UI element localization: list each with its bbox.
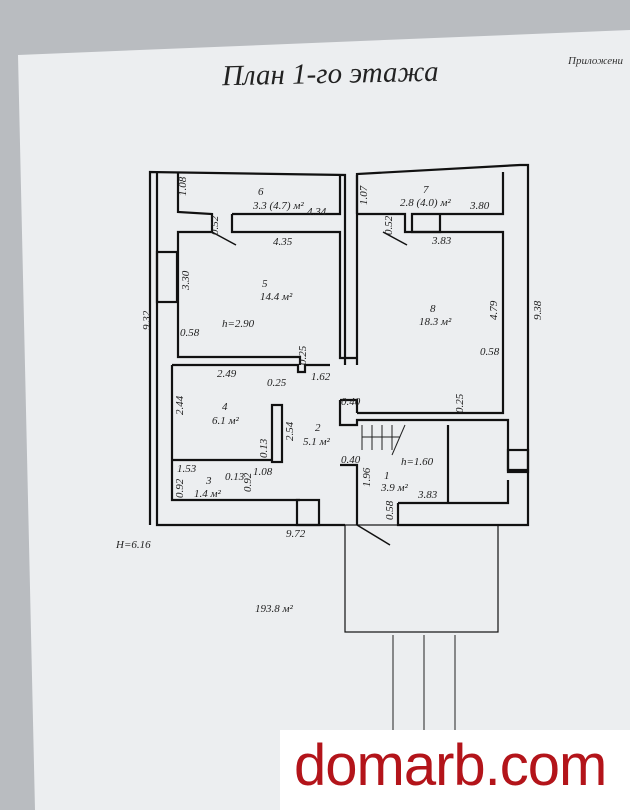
svg-text:18.3 м²: 18.3 м² — [419, 316, 452, 328]
watermark-text: domarb.com — [294, 733, 607, 798]
svg-text:2.54: 2.54 — [284, 421, 296, 441]
svg-text:0.13: 0.13 — [225, 471, 245, 483]
svg-text:1.08: 1.08 — [177, 176, 189, 196]
dimension-labels: 1.08 4.34 0.52 4.35 1.07 0.52 3.80 3.83 … — [141, 176, 544, 540]
svg-text:2.49: 2.49 — [217, 368, 237, 380]
svg-text:5.1 м²: 5.1 м² — [303, 436, 331, 448]
svg-text:1.08: 1.08 — [253, 466, 273, 478]
svg-text:7: 7 — [423, 184, 429, 196]
svg-text:3.80: 3.80 — [469, 200, 490, 212]
svg-text:9.72: 9.72 — [286, 528, 306, 540]
svg-text:9.38: 9.38 — [532, 300, 544, 320]
walls — [148, 163, 530, 633]
svg-text:h=1.60: h=1.60 — [401, 456, 434, 468]
svg-text:5: 5 — [262, 278, 268, 290]
svg-text:0.58: 0.58 — [180, 327, 200, 339]
svg-text:3.3 (4.7) м²: 3.3 (4.7) м² — [252, 200, 304, 212]
room-labels: 6 3.3 (4.7) м² 7 2.8 (4.0) м² 5 14.4 м² … — [194, 184, 452, 500]
svg-text:2.44: 2.44 — [174, 395, 186, 415]
svg-text:0.25: 0.25 — [454, 393, 466, 413]
svg-text:0.40: 0.40 — [341, 454, 361, 466]
svg-text:h=2.90: h=2.90 — [222, 318, 255, 330]
svg-text:3.83: 3.83 — [417, 489, 438, 501]
watermark: domarb.com — [280, 730, 630, 810]
svg-text:6: 6 — [258, 186, 264, 198]
svg-text:0.92: 0.92 — [242, 472, 254, 492]
svg-text:1.53: 1.53 — [177, 463, 197, 475]
svg-text:8: 8 — [430, 303, 436, 315]
svg-text:0.13: 0.13 — [258, 438, 270, 458]
svg-text:0.58: 0.58 — [480, 346, 500, 358]
svg-text:3.9 м²: 3.9 м² — [380, 482, 409, 494]
svg-text:0.40: 0.40 — [341, 396, 361, 408]
svg-text:4.35: 4.35 — [273, 236, 293, 248]
svg-text:0.25: 0.25 — [297, 345, 309, 365]
svg-text:1.4 м²: 1.4 м² — [194, 488, 222, 500]
svg-text:1.96: 1.96 — [361, 467, 373, 487]
total-area: 193.8 м² — [255, 603, 294, 615]
total-height: H=6.16 — [115, 539, 151, 551]
paper-sheet — [18, 30, 630, 810]
svg-text:6.1 м²: 6.1 м² — [212, 415, 240, 427]
svg-text:1: 1 — [384, 470, 390, 482]
svg-text:14.4 м²: 14.4 м² — [260, 291, 293, 303]
appendix-label: Приложени — [568, 55, 624, 67]
svg-text:0.25: 0.25 — [267, 377, 287, 389]
svg-text:1.07: 1.07 — [358, 185, 370, 205]
svg-text:2: 2 — [315, 422, 321, 434]
svg-text:3: 3 — [205, 475, 212, 487]
svg-text:4.79: 4.79 — [488, 300, 500, 320]
svg-text:3.83: 3.83 — [431, 235, 452, 247]
svg-text:4.34: 4.34 — [307, 206, 327, 218]
svg-text:3.30: 3.30 — [180, 270, 192, 291]
svg-text:1.62: 1.62 — [311, 371, 331, 383]
svg-text:0.92: 0.92 — [174, 478, 186, 498]
svg-text:0.52: 0.52 — [383, 215, 395, 235]
svg-text:0.58: 0.58 — [384, 500, 396, 520]
svg-text:4: 4 — [222, 401, 228, 413]
svg-text:0.52: 0.52 — [209, 215, 221, 235]
svg-text:9.32: 9.32 — [141, 310, 153, 330]
svg-text:2.8 (4.0) м²: 2.8 (4.0) м² — [400, 197, 451, 209]
page-title: План 1-го этажа — [221, 55, 439, 93]
